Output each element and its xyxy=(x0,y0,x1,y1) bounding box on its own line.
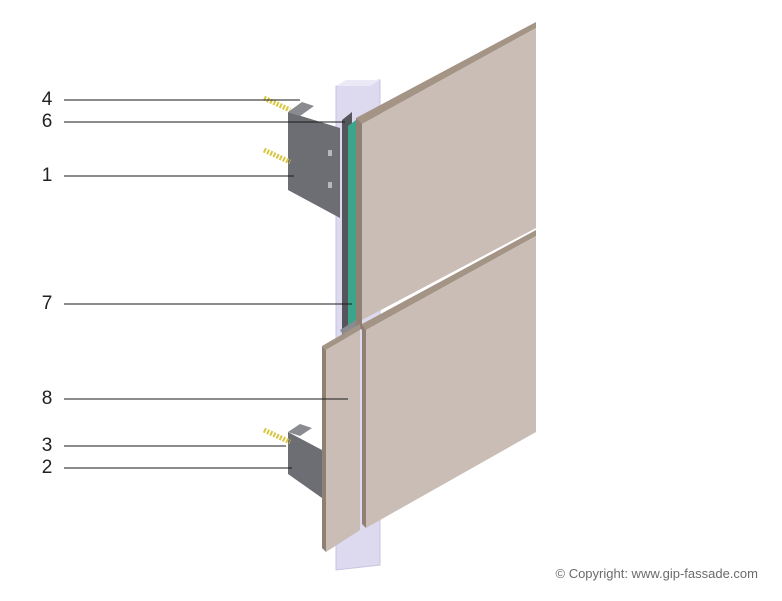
upper-bracket-flange xyxy=(288,102,314,116)
left-panel-edge xyxy=(322,324,360,350)
gasket-strip xyxy=(348,120,356,330)
bracket-slot xyxy=(328,182,332,188)
lower-bracket-flange xyxy=(288,424,312,436)
upper-panel-edge xyxy=(356,118,362,330)
left-panel-face xyxy=(326,330,360,552)
copyright-notice: © Copyright: www.gip-fassade.com xyxy=(555,566,759,581)
callout-label-6: 6 xyxy=(41,111,53,132)
vertical-rail-top xyxy=(336,80,380,86)
upper-bracket-plate xyxy=(288,112,340,218)
callout-label-7: 7 xyxy=(41,293,53,314)
callout-label-4: 4 xyxy=(41,89,53,110)
lower-panel-edge xyxy=(362,324,366,528)
profile-clip xyxy=(340,320,360,336)
callout-label-3: 3 xyxy=(41,435,53,456)
bracket-slot xyxy=(328,150,332,156)
left-panel-edge xyxy=(322,346,326,552)
upper-panel-face xyxy=(362,28,536,320)
lower-panel-edge xyxy=(362,230,536,330)
anchor-screw xyxy=(262,427,292,445)
lower-bracket-plate xyxy=(288,432,322,498)
anchor-screw xyxy=(262,147,292,165)
callout-label-1: 1 xyxy=(41,165,53,186)
callout-label-2: 2 xyxy=(41,457,53,478)
lower-panel-face xyxy=(366,236,536,528)
callout-label-8: 8 xyxy=(41,388,53,409)
upper-panel-edge xyxy=(356,22,536,124)
